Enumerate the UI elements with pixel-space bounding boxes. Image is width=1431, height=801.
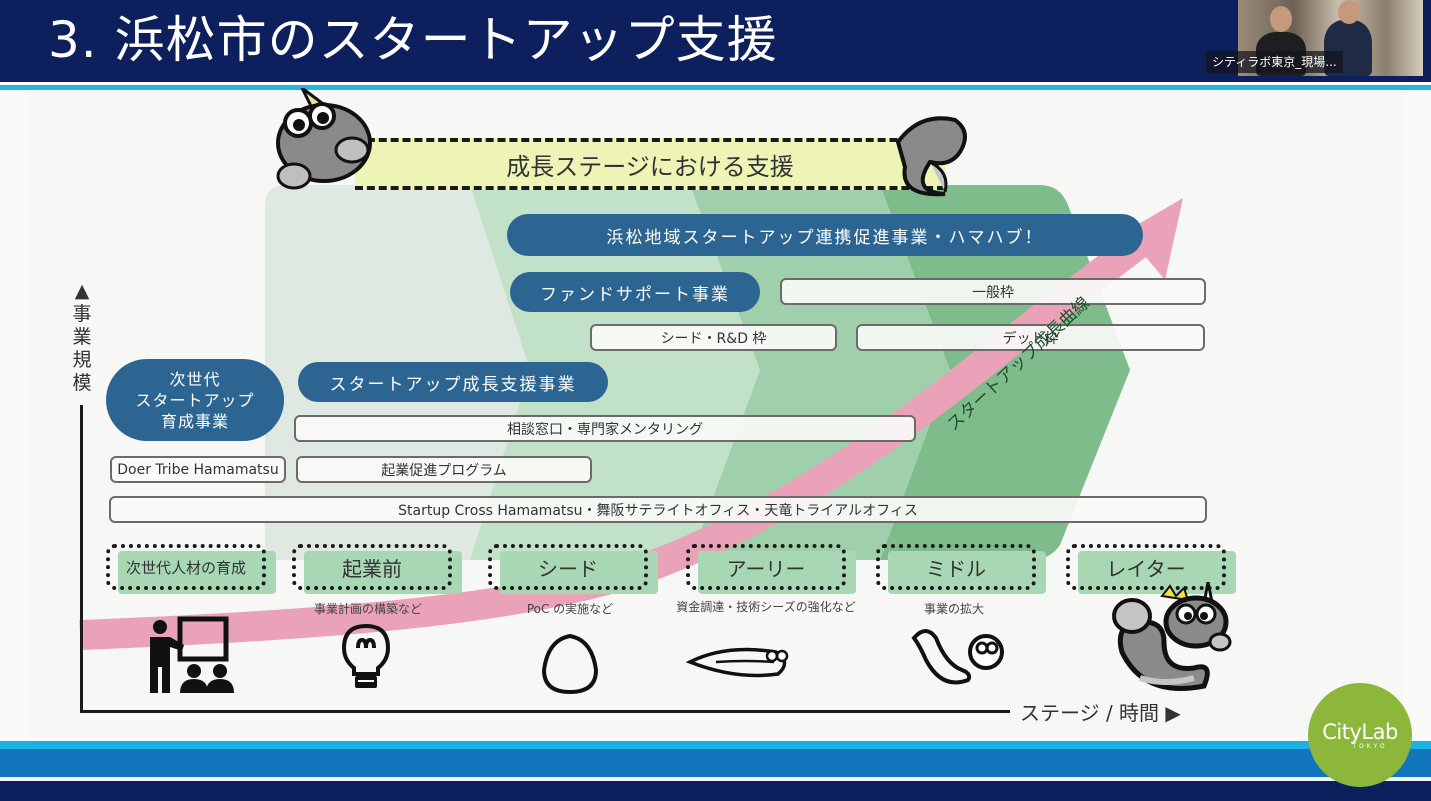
logo-text: CityLab	[1322, 719, 1398, 744]
video-participant-label: シティラボ東京_現場...	[1206, 51, 1343, 73]
program-consult-mentoring: 相談窓口・専門家メンタリング	[294, 415, 916, 442]
stage-label: ミドル	[926, 556, 986, 581]
program-next-gen-line1: 次世代	[169, 369, 221, 389]
program-next-gen-line3: 育成事業	[160, 411, 229, 431]
x-axis-label: ステージ / 時間 ▶	[1020, 701, 1181, 725]
stage-label: レイター	[1106, 556, 1186, 581]
footer-divider	[0, 777, 1431, 781]
slide-title: 3. 浜松市のスタートアップ支援	[48, 11, 778, 69]
growth-curve-arrowhead	[1125, 198, 1183, 280]
logo-subtext: TOKYO	[1352, 742, 1388, 750]
footer-base	[0, 781, 1431, 801]
participant-head	[1270, 6, 1292, 32]
stage-label: 起業前	[342, 556, 402, 581]
y-axis-label-text: ▲事業規模	[72, 280, 92, 394]
program-entrepreneur: 起業促進プログラム	[296, 456, 592, 483]
x-axis-line	[80, 710, 1010, 713]
young-eel-icon	[911, 629, 1004, 685]
y-axis-label: ▲事業規模	[70, 280, 94, 395]
footer-band	[0, 749, 1431, 777]
program-seed-rd-frame: シード・R&D 枠	[590, 324, 837, 351]
citylab-logo: CityLab TOKYO	[1308, 683, 1412, 787]
program-doer-tribe: Doer Tribe Hamamatsu	[110, 456, 286, 483]
stage-note-seed: PoC の実施など	[526, 602, 614, 616]
lightbulb-icon	[341, 623, 391, 688]
header-accent-line	[0, 85, 1431, 90]
fish-tail-icon	[895, 116, 967, 197]
fish-mascot-icon	[276, 88, 372, 190]
stage-note-middle: 事業の拡大	[923, 602, 984, 616]
tadpole-icon	[686, 647, 789, 678]
program-hamahub: 浜松地域スタートアップ連携促進事業・ハマハブ！	[507, 214, 1143, 256]
stage-note-early: 資金調達・技術シーズの強化など	[676, 600, 856, 614]
banner-title: 成長ステージにおける支援	[355, 138, 945, 190]
participant-head	[1338, 0, 1360, 24]
stage-label: シード	[538, 556, 598, 581]
slide-header: 3. 浜松市のスタートアップ支援	[0, 0, 1431, 82]
egg-icon	[541, 633, 599, 694]
dragon-eel-mascot-icon	[1112, 582, 1232, 691]
program-fund-support: ファンドサポート事業	[510, 272, 760, 312]
y-axis-line	[80, 405, 83, 713]
footer-accent-line	[0, 741, 1431, 749]
program-growth-support: スタートアップ成長支援事業	[298, 362, 608, 402]
program-debt-frame: デット枠	[856, 324, 1205, 351]
stage-label: 次世代人材の育成	[125, 558, 246, 577]
header-divider	[0, 82, 1431, 85]
stage-note-pre-startup: 事業計画の構築など	[313, 602, 422, 616]
stage-label: アーリー	[726, 556, 806, 581]
program-offices: Startup Cross Hamamatsu・舞阪サテライトオフィス・天竜トラ…	[109, 496, 1207, 523]
program-next-gen-line2: スタートアップ	[135, 390, 255, 410]
program-next-gen: 次世代 スタートアップ 育成事業	[106, 359, 284, 441]
teacher-presentation-icon	[150, 616, 234, 693]
program-general-frame: 一般枠	[780, 278, 1206, 305]
